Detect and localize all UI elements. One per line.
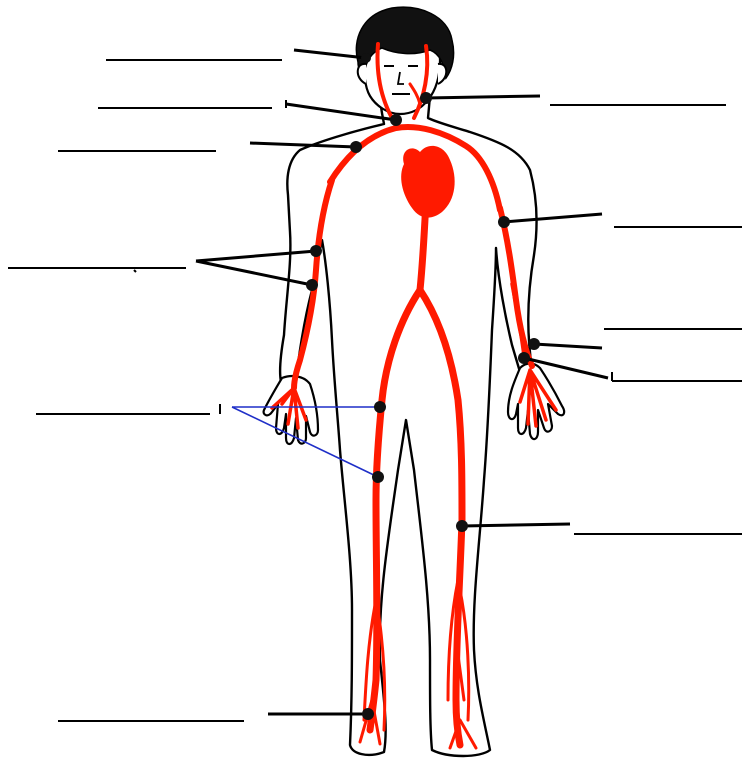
point-9b: [372, 471, 384, 483]
point-8: [518, 352, 530, 364]
left-ear: [358, 64, 366, 84]
leader-7: [534, 344, 602, 348]
point-7: [528, 338, 540, 350]
leader-3: [426, 96, 540, 98]
point-6a: [310, 245, 322, 257]
right-hand: [508, 364, 564, 440]
point-11: [362, 708, 374, 720]
point-5: [498, 216, 510, 228]
point-3: [420, 92, 432, 104]
tick-4: [134, 270, 136, 272]
point-4: [350, 141, 362, 153]
right-ear: [438, 64, 446, 84]
right-hand-outline: [508, 364, 564, 440]
point-1: [361, 53, 371, 63]
leader-1: [294, 50, 366, 58]
leader-9: [462, 524, 570, 526]
point-2: [390, 114, 402, 126]
point-9a: [374, 401, 386, 413]
point-6b: [306, 279, 318, 291]
point-10: [456, 520, 468, 532]
